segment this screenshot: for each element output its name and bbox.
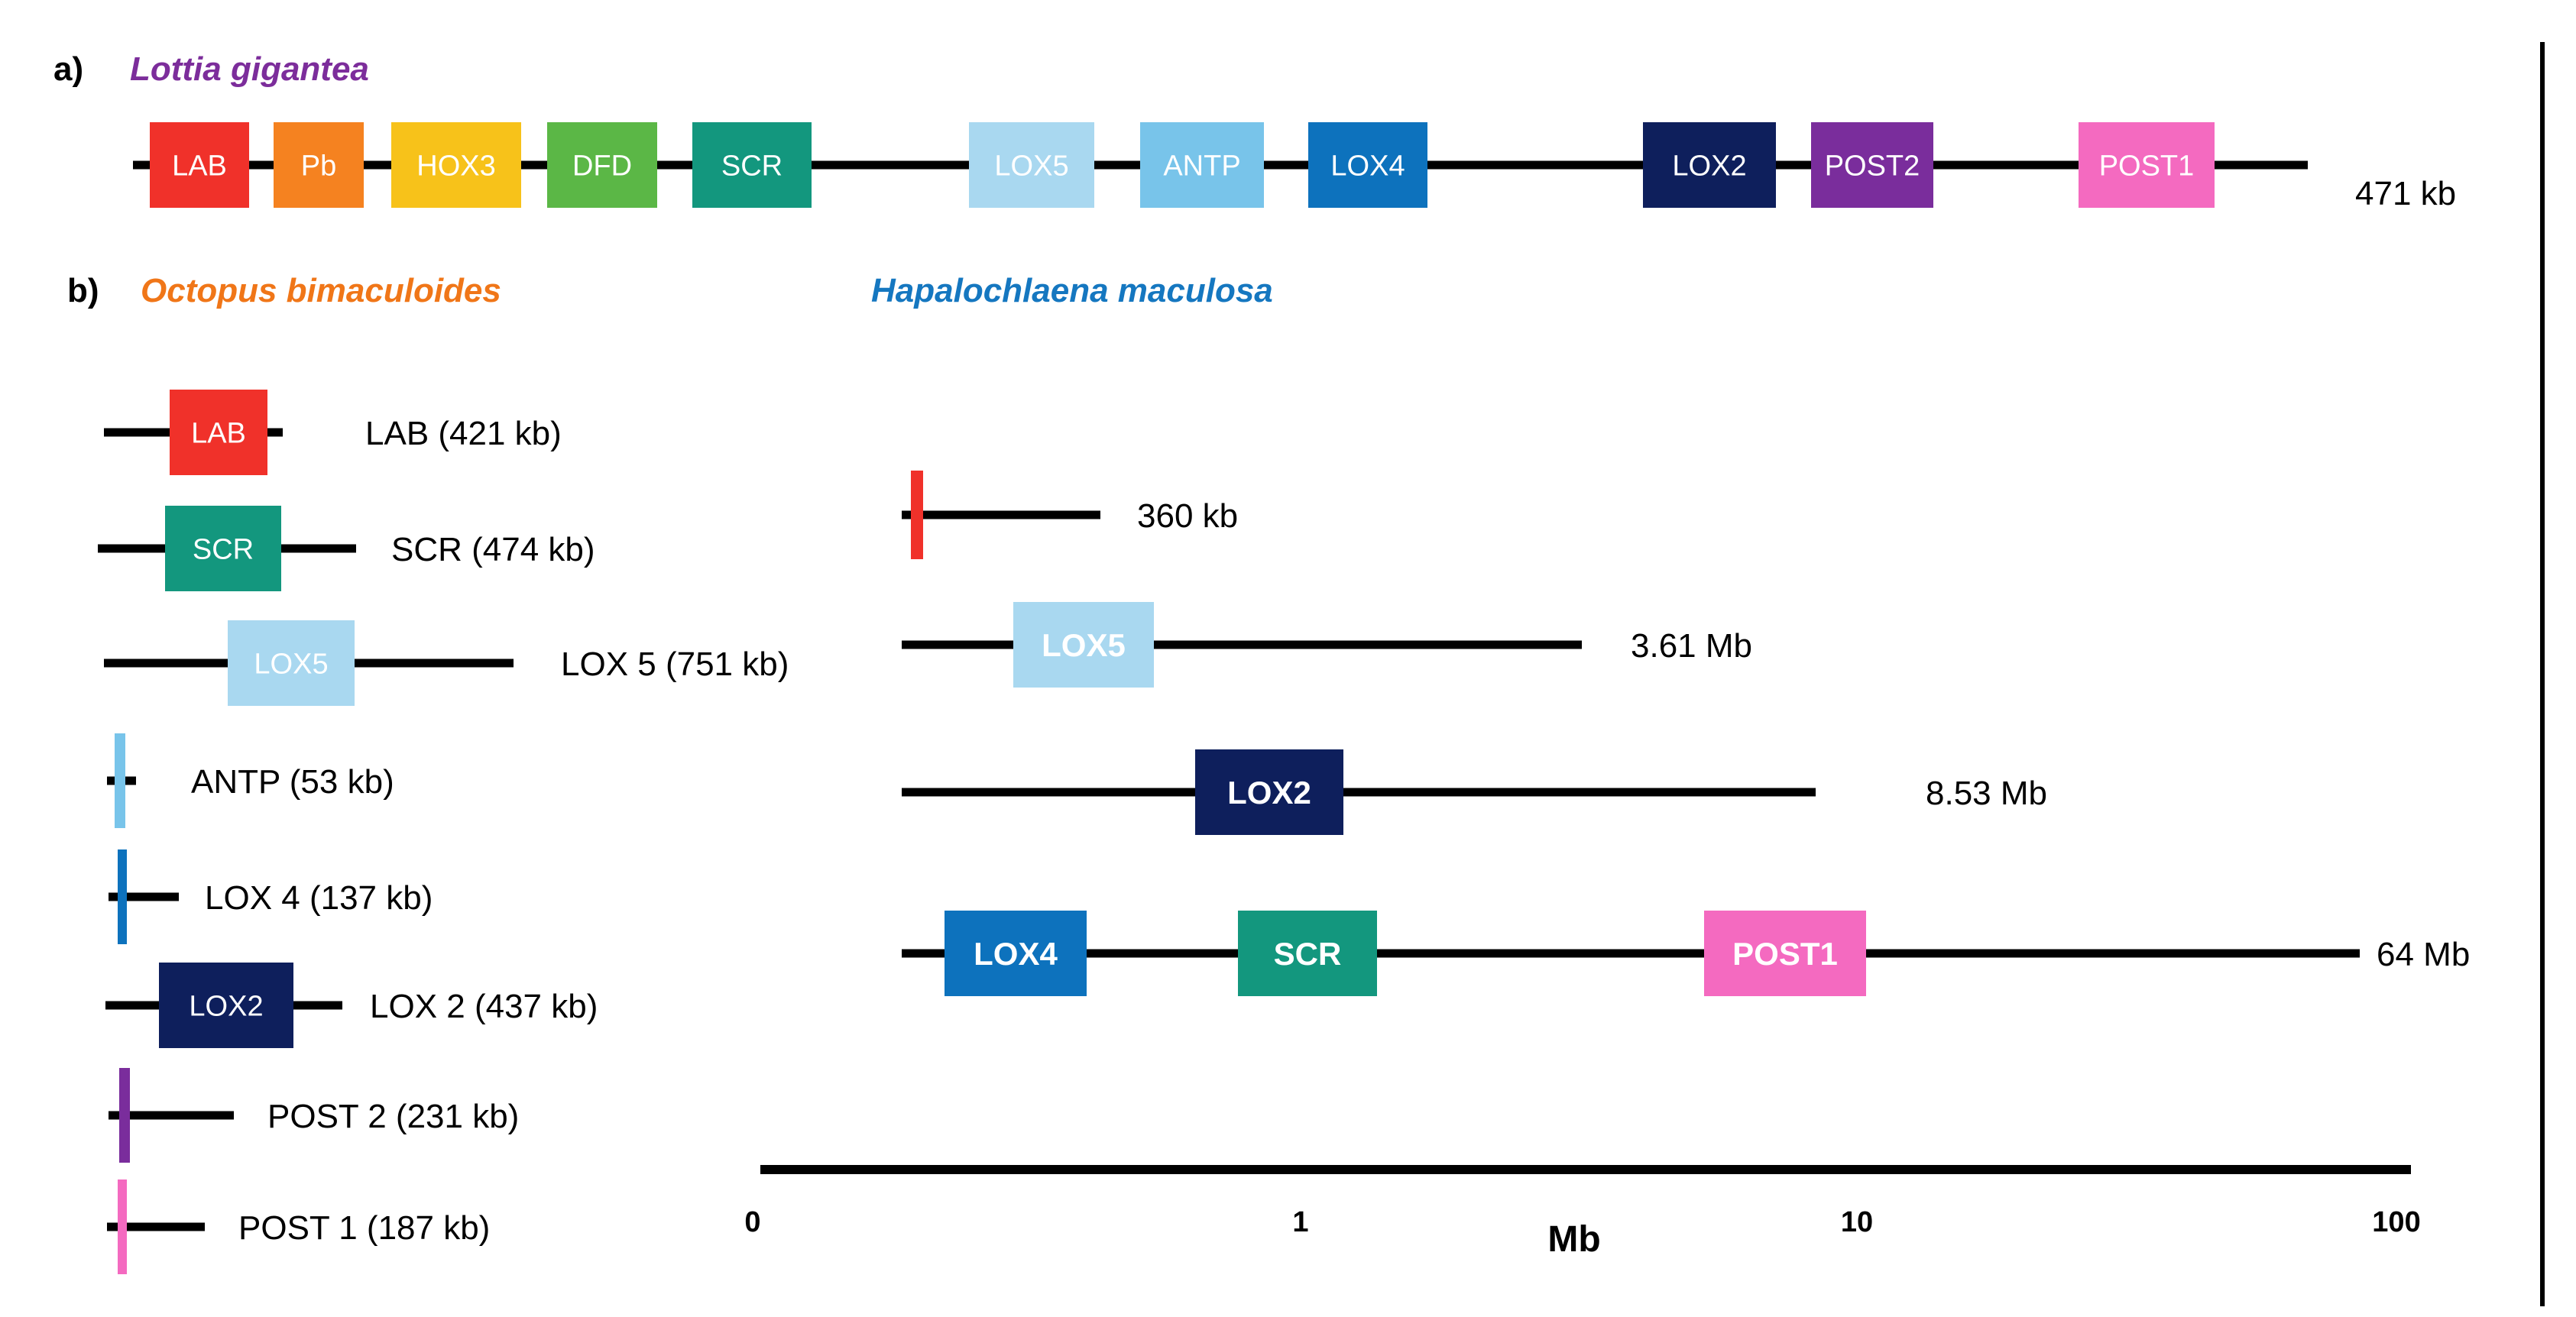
panel-a-size-label: 471 kb	[2355, 175, 2456, 212]
panel-a-gene-pb-box	[274, 122, 364, 208]
octopus-gene-rows: LAB LAB (421 kb) SCR SCR (474 kb) LOX5 LOX 5 …	[98, 390, 789, 1274]
octopus-row-lox2-box	[159, 963, 293, 1048]
octopus-row-antp-size-label: ANTP (53 kb)	[191, 763, 394, 801]
scale-tick-0: 0	[744, 1206, 760, 1238]
octopus-row-post2-size-label: POST 2 (231 kb)	[267, 1098, 519, 1135]
octopus-row-post1-marker	[118, 1179, 127, 1274]
hapalochlaena-row-3: LOX2 8.53 Mb	[902, 749, 2047, 835]
hapalochlaena-species-title: Hapalochlaena maculosa	[871, 272, 1273, 309]
panel-a-gene-lox4-box	[1308, 122, 1427, 208]
panel-a-gene-lox2-box	[1643, 122, 1776, 208]
octopus-row-post2: POST 2 (231 kb)	[109, 1068, 519, 1163]
octopus-row-lab: LAB LAB (421 kb)	[104, 390, 562, 475]
hapalochlaena-row-4-scr-box	[1238, 911, 1377, 996]
octopus-row-scr-label: SCR	[193, 534, 254, 566]
octopus-row-antp-marker	[115, 733, 125, 828]
panel-a-gene-dfd-label: DFD	[572, 150, 632, 183]
panel-b-label: b)	[67, 272, 99, 309]
panel-a-gene-lox2-label: LOX2	[1672, 150, 1746, 183]
panel-a-gene-boxes: LAB Pb HOX3 DFD SCR LOX5 ANTP LOX4 LOX2 POST2 POST…	[150, 122, 2215, 208]
octopus-row-lox2-label: LOX2	[189, 991, 263, 1023]
hapalochlaena-row-4-lox4-box	[945, 911, 1087, 996]
panel-a-gene-antp-box	[1140, 122, 1264, 208]
panel-a-gene-scr-box	[692, 122, 812, 208]
hapalochlaena-row-2-lox5-box	[1013, 602, 1154, 688]
hapalochlaena-row-3-size-label: 8.53 Mb	[1926, 775, 2047, 812]
octopus-row-lox5-size-label: LOX 5 (751 kb)	[561, 646, 789, 683]
hapalochlaena-row-2: LOX5 3.61 Mb	[902, 602, 1752, 688]
panel-a-gene-hox3-box	[391, 122, 521, 208]
panel-a-gene-lox5-box	[969, 122, 1094, 208]
octopus-row-lab-box	[170, 390, 267, 475]
panel-a-gene-lab-box	[150, 122, 249, 208]
octopus-row-post1: POST 1 (187 kb)	[107, 1179, 490, 1274]
octopus-row-lox4: LOX 4 (137 kb)	[109, 849, 433, 944]
hapalochlaena-row-2-lox5-label: LOX5	[1042, 627, 1126, 663]
hapalochlaena-row-3-lox2-box	[1195, 749, 1343, 835]
scale-bar: 0 1 10 100 Mb	[744, 1165, 2421, 1260]
hapalochlaena-row-1: 360 kb	[902, 471, 1238, 559]
panel-a-gene-post1-label: POST1	[2099, 150, 2195, 183]
panel-b: b) Octopus bimaculoides Hapalochlaena ma…	[67, 272, 2470, 1274]
hapalochlaena-row-3-lox2-label: LOX2	[1227, 775, 1311, 811]
octopus-row-lox4-marker	[118, 849, 127, 944]
hapalochlaena-row-4-post1-box	[1704, 911, 1866, 996]
hapalochlaena-row-1-size-label: 360 kb	[1137, 497, 1238, 535]
octopus-row-scr-size-label: SCR (474 kb)	[391, 531, 595, 568]
panel-a-gene-lox4-label: LOX4	[1330, 150, 1405, 183]
hapalochlaena-row-4-lox4-label: LOX4	[974, 936, 1058, 972]
scale-tick-100: 100	[2372, 1206, 2420, 1238]
octopus-row-lox2: LOX2 LOX 2 (437 kb)	[105, 963, 598, 1048]
octopus-row-lab-size-label: LAB (421 kb)	[365, 415, 562, 452]
panel-a-gene-hox3-label: HOX3	[416, 150, 495, 183]
panel-a-gene-post1-box	[2079, 122, 2215, 208]
octopus-row-post1-size-label: POST 1 (187 kb)	[238, 1209, 490, 1247]
octopus-row-lox5-label: LOX5	[254, 649, 328, 681]
panel-a-species-title: Lottia gigantea	[130, 50, 369, 88]
scale-unit-label: Mb	[1547, 1219, 1600, 1260]
octopus-row-lox5: LOX5 LOX 5 (751 kb)	[104, 620, 789, 706]
panel-a-label: a)	[53, 50, 83, 88]
octopus-row-antp: ANTP (53 kb)	[107, 733, 394, 828]
scale-tick-1: 1	[1292, 1206, 1308, 1238]
octopus-row-lox2-size-label: LOX 2 (437 kb)	[370, 988, 598, 1025]
panel-a-gene-post2-label: POST2	[1825, 150, 1920, 183]
panel-a: a) Lottia gigantea LAB Pb HOX3 DFD SCR LOX5 AN…	[53, 50, 2456, 212]
hapalochlaena-row-1-lab-marker	[911, 471, 923, 559]
octopus-row-lox5-box	[228, 620, 355, 706]
octopus-species-title: Octopus bimaculoides	[141, 272, 501, 309]
octopus-row-lox4-size-label: LOX 4 (137 kb)	[205, 879, 433, 917]
panel-a-gene-lab-label: LAB	[172, 150, 227, 183]
panel-a-gene-antp-label: ANTP	[1163, 150, 1240, 183]
panel-a-gene-post2-box	[1811, 122, 1933, 208]
hapalochlaena-gene-rows: 360 kb LOX5 3.61 Mb LOX2 8.53 Mb LOX4 SCR POST1…	[902, 471, 2470, 996]
octopus-row-lab-label: LAB	[191, 418, 246, 450]
octopus-row-scr-box	[165, 506, 281, 591]
hapalochlaena-row-4-scr-label: SCR	[1274, 936, 1342, 972]
panel-a-gene-pb-label: Pb	[301, 150, 336, 183]
panel-a-gene-dfd-box	[547, 122, 657, 208]
hapalochlaena-row-4-post1-label: POST1	[1732, 936, 1838, 972]
hapalochlaena-row-4-size-label: 64 Mb	[2377, 936, 2470, 973]
panel-a-gene-scr-label: SCR	[721, 150, 783, 183]
octopus-row-scr: SCR SCR (474 kb)	[98, 506, 595, 591]
scale-tick-10: 10	[1841, 1206, 1873, 1238]
hapalochlaena-row-2-size-label: 3.61 Mb	[1631, 627, 1752, 665]
panel-a-gene-lox5-label: LOX5	[994, 150, 1068, 183]
octopus-row-post2-marker	[119, 1068, 130, 1163]
hapalochlaena-row-4: LOX4 SCR POST1 64 Mb	[902, 911, 2470, 996]
